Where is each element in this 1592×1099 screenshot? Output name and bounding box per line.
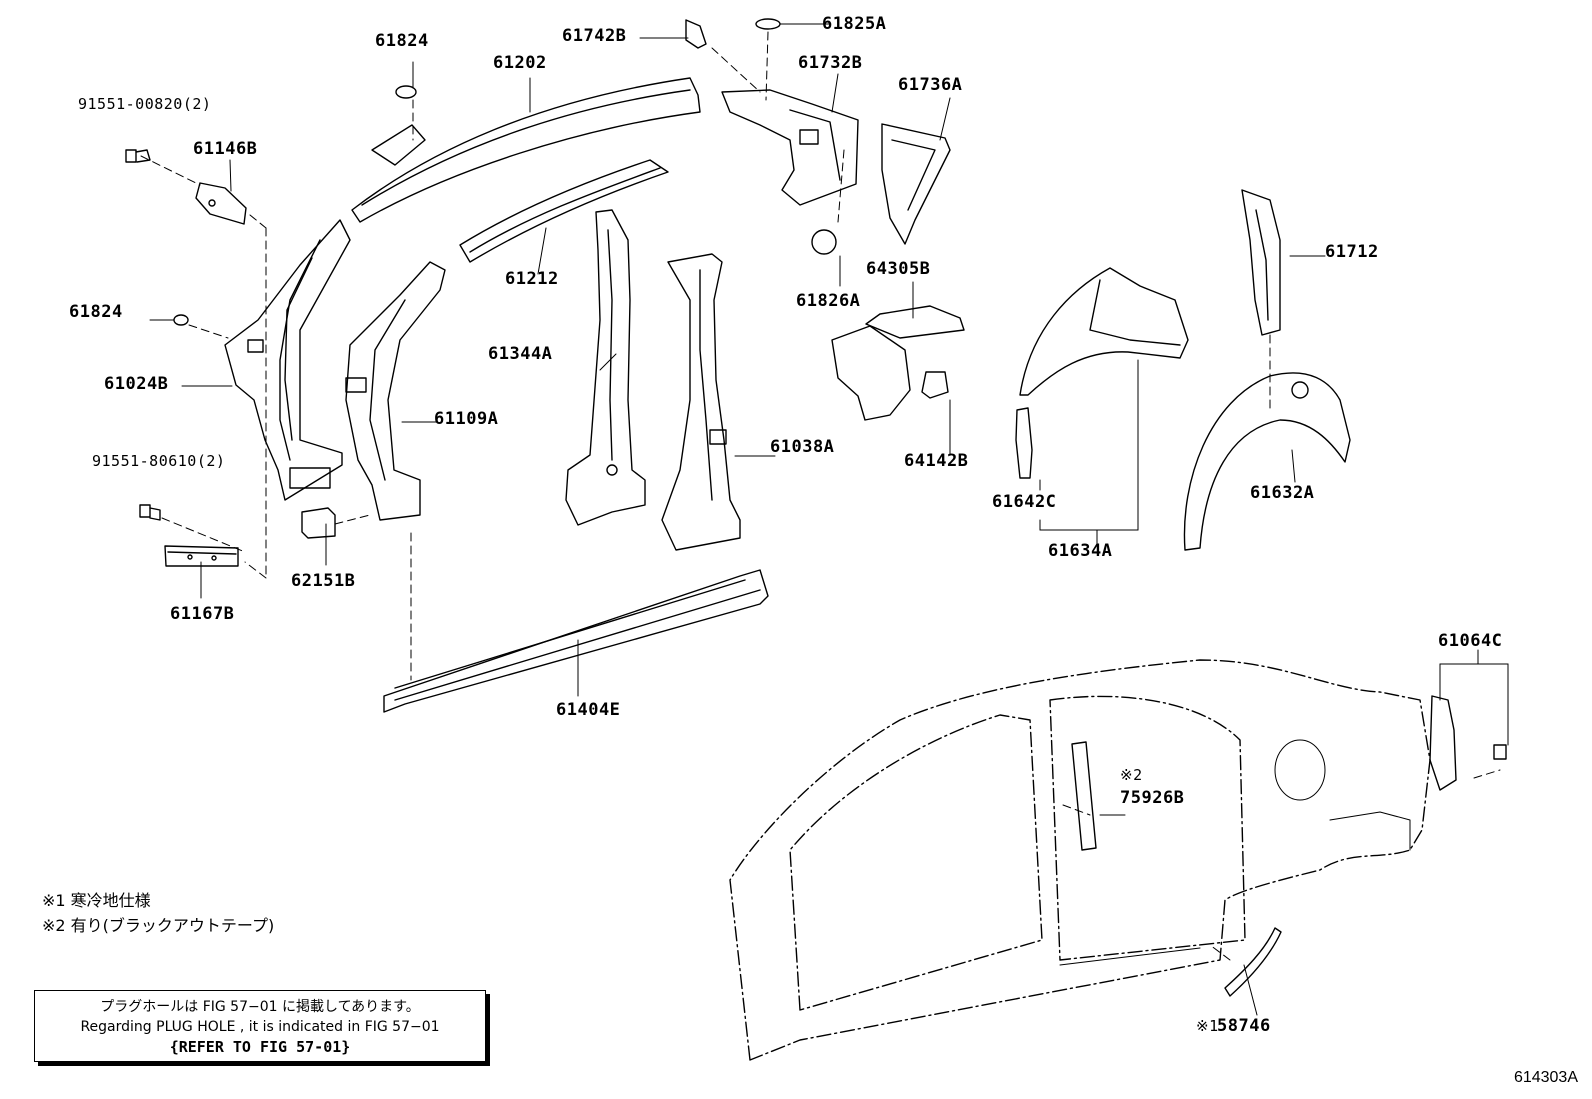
body-side-details	[1059, 739, 1411, 966]
part-label-62151B: 62151B	[291, 571, 356, 591]
part-label-61712: 61712	[1325, 242, 1379, 262]
plug-61824-left	[173, 314, 189, 326]
panel-61732B	[721, 89, 859, 206]
wheelhouse-61634A	[1015, 267, 1189, 479]
block-62151B	[301, 507, 336, 539]
part-label-61344A: 61344A	[488, 344, 553, 364]
part-label-61109A: 61109A	[434, 409, 499, 429]
part-label-61732B: 61732B	[798, 53, 863, 73]
mark-2-label: ※2	[1120, 766, 1143, 784]
body-side-outline	[729, 659, 1431, 1061]
part-label-64142B: 64142B	[904, 451, 969, 471]
tape-75926B	[1071, 741, 1097, 851]
part-label-61064C: 61064C	[1438, 631, 1503, 651]
bolt-91551-80610	[139, 504, 161, 521]
reinforcement-61109A	[345, 261, 446, 521]
sill-61404E	[383, 569, 769, 713]
part-label-61642C: 61642C	[992, 492, 1057, 512]
part-label-61826A: 61826A	[796, 291, 861, 311]
reinforcement-61712	[1241, 189, 1281, 336]
part-label-61825A: 61825A	[822, 14, 887, 34]
apron-61024B	[224, 219, 351, 501]
plug-61824-top	[395, 85, 417, 99]
bracket-61064C	[1429, 695, 1507, 791]
bracket-61742B	[685, 19, 707, 49]
part-label-61632A: 61632A	[1250, 483, 1315, 503]
bracket-61146B	[195, 182, 247, 225]
part-label-61167B: 61167B	[170, 604, 235, 624]
block-64142B	[921, 371, 949, 399]
part-label-61038A: 61038A	[770, 437, 835, 457]
rail-61212	[459, 159, 669, 263]
wheelhouse-61632A	[1183, 372, 1351, 551]
pillar-61344A	[565, 209, 646, 526]
plug-61825A	[755, 18, 781, 30]
reference-line-fig: {REFER TO FIG 57-01}	[169, 1038, 351, 1056]
pillar-61038A	[661, 253, 741, 551]
bolt-91551-00820	[125, 149, 151, 163]
leader-lines	[140, 23, 1509, 1016]
seal-58746	[1224, 927, 1282, 997]
part-label-61824-left: 61824	[69, 302, 123, 322]
panel-61736A	[881, 123, 951, 245]
part-label-91551-00820: 91551-00820(2)	[78, 95, 212, 113]
reference-line-en: Regarding PLUG HOLE , it is indicated in…	[80, 1019, 440, 1035]
note-2: ※2 有り(ブラックアウトテープ)	[42, 916, 275, 935]
part-label-61146B: 61146B	[193, 139, 258, 159]
rail-61202	[351, 77, 701, 223]
reference-line-jp: プラグホールは FIG 57−01 に掲載してあります。	[100, 999, 420, 1015]
part-label-61824-top: 61824	[375, 31, 429, 51]
part-label-58746: 58746	[1217, 1016, 1271, 1036]
reference-box: プラグホールは FIG 57−01 に掲載してあります。 Regarding P…	[34, 990, 486, 1062]
part-label-61634A: 61634A	[1048, 541, 1113, 561]
part-label-61404E: 61404E	[556, 700, 621, 720]
part-label-75926B: 75926B	[1120, 788, 1185, 808]
mark-1-label: ※1	[1196, 1017, 1219, 1035]
part-label-91551-80610: 91551-80610(2)	[92, 452, 226, 470]
bracket-61167B	[164, 545, 239, 567]
part-label-61742B: 61742B	[562, 26, 627, 46]
note-1: ※1 寒冷地仕様	[42, 891, 151, 910]
figure-id: 614303A	[1513, 1069, 1578, 1086]
part-label-61212: 61212	[505, 269, 559, 289]
bracket-64305B	[831, 305, 965, 421]
part-label-61202: 61202	[493, 53, 547, 73]
part-label-64305B: 64305B	[866, 259, 931, 279]
part-label-61736A: 61736A	[898, 75, 963, 95]
plug-61826A	[811, 229, 837, 255]
part-label-61024B: 61024B	[104, 374, 169, 394]
